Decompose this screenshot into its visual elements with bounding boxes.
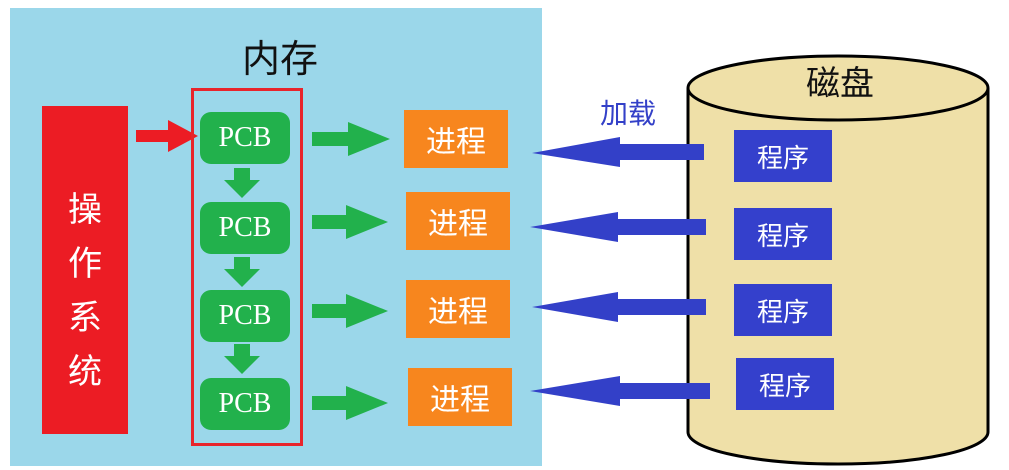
pcb-box: PCB [200,112,290,164]
load-arrow-1 [532,137,704,167]
load-arrow-2 [530,212,706,242]
pcb-box: PCB [200,290,290,342]
program-box: 程序 [736,358,834,410]
load-arrow-4 [530,376,710,406]
os-to-pcb-arrow [136,120,198,152]
os-label-char: 统 [68,352,102,392]
pcb-list-frame [191,88,303,446]
load-label: 加载 [599,97,656,130]
pcb-down-arrow-3 [224,344,260,374]
os-label-char: 系 [68,298,102,338]
pcb-to-process-arrow-1 [312,122,390,156]
os-label-char: 作 [68,244,102,284]
pcb-to-process-arrow-4 [312,386,388,420]
disk-title: 磁盘 [806,64,874,104]
program-box: 程序 [734,208,832,260]
process-box: 进程 [406,280,510,338]
pcb-down-arrow-1 [224,168,260,198]
disk-cylinder [686,54,990,466]
process-box: 进程 [408,368,512,426]
process-box: 进程 [404,110,508,168]
program-box: 程序 [734,284,832,336]
os-label-char: 操 [68,190,102,230]
program-box: 程序 [734,130,832,182]
pcb-to-process-arrow-3 [312,294,388,328]
pcb-to-process-arrow-2 [312,205,388,239]
pcb-box: PCB [200,378,290,430]
process-box: 进程 [406,192,510,250]
pcb-down-arrow-2 [224,257,260,287]
operating-system-block: 操 作 系 统 [42,106,128,434]
load-arrow-3 [532,292,706,322]
memory-title: 内存 [241,37,318,81]
pcb-box: PCB [200,202,290,254]
